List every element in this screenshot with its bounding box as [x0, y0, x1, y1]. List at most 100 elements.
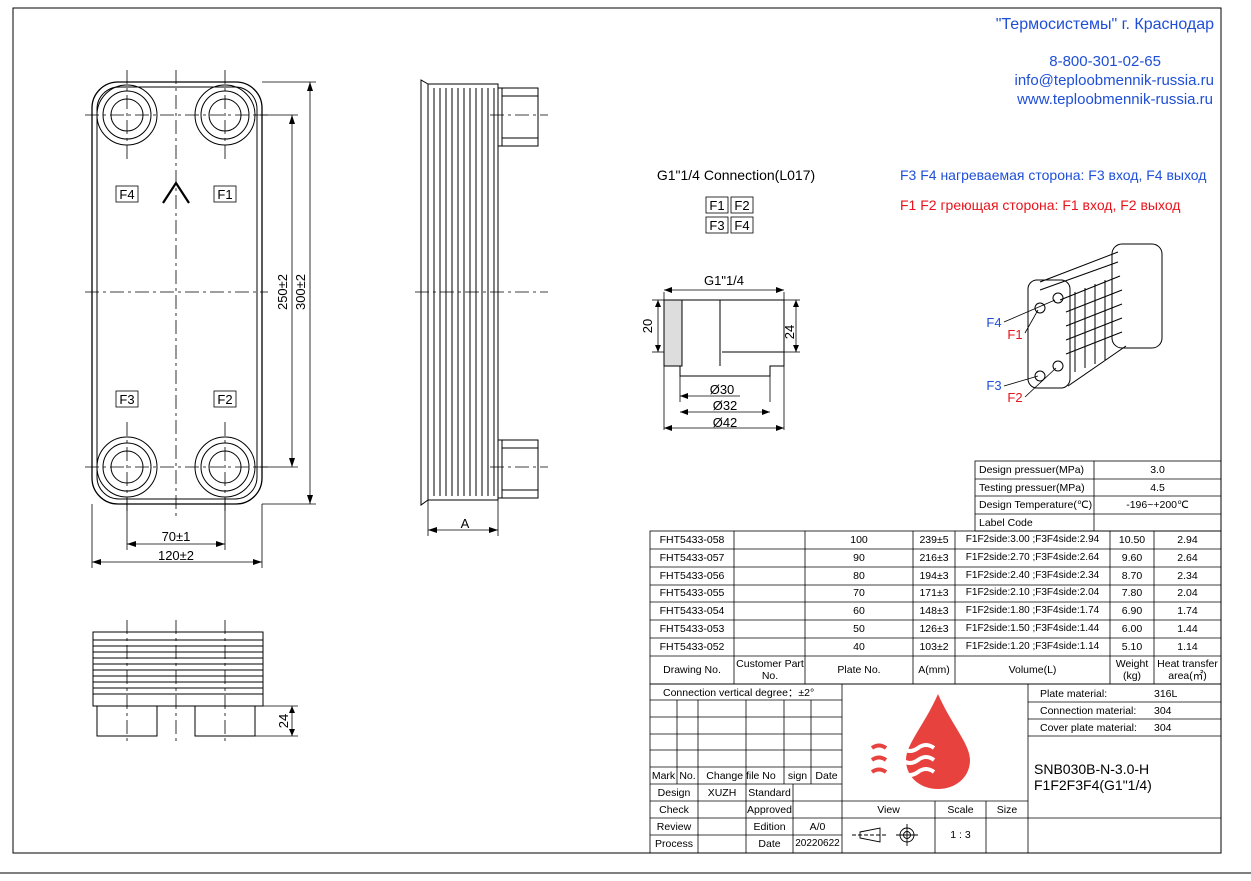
cell-area: 2.34	[1177, 570, 1198, 582]
tb-design: Design	[657, 787, 691, 799]
cell-volume: F1F2side:3.00 ;F3F4side:2.94	[965, 534, 1100, 545]
tb-connection-material: 304	[1154, 705, 1172, 717]
tb-plate-material: 316L	[1154, 688, 1178, 700]
dim-24: 24	[782, 325, 797, 339]
tb-connection-material-label: Connection material:	[1040, 705, 1137, 717]
spec-label-label-code: Label Code	[979, 517, 1033, 529]
cell-drawing-no: FHT5433-054	[659, 605, 725, 617]
cell-drawing-no: FHT5433-058	[659, 534, 725, 546]
cell-area: 2.04	[1177, 587, 1198, 599]
connection-section	[652, 289, 800, 430]
label-f1: F1	[217, 187, 232, 202]
conn-label-f4: F4	[734, 218, 749, 233]
company-name: "Термосистемы" г. Краснодар	[995, 16, 1214, 33]
note-f1f2-side: F1 F2 греющая сторона: F1 вход, F2 выход	[900, 197, 1181, 213]
tb-review: Review	[656, 821, 692, 833]
title-block-grid	[649, 683, 1222, 854]
cell-a-mm: 194±3	[919, 570, 949, 582]
cell-weight: 6.00	[1121, 623, 1143, 635]
cell-weight: 6.90	[1121, 605, 1143, 617]
tb-cover-material: 304	[1154, 722, 1172, 734]
conn-label-f2: F2	[734, 198, 749, 213]
spec-value-design-pressure: 3.0	[1150, 464, 1165, 476]
header-weight: Weight (kg)	[1115, 658, 1149, 682]
dim-phi30: Ø30	[710, 382, 735, 397]
cell-volume: F1F2side:1.20 ;F3F4side:1.14	[965, 641, 1100, 652]
label-f2: F2	[217, 392, 232, 407]
tb-model-line1: SNB030B-N-3.0-H	[1034, 761, 1150, 777]
dim-120: 120±2	[158, 548, 194, 563]
cell-weight: 5.10	[1121, 641, 1143, 653]
cell-weight: 9.60	[1121, 552, 1143, 564]
cell-area: 2.94	[1177, 534, 1198, 546]
tb-model-line2: F1F2F3F4(G1"1/4)	[1034, 777, 1152, 793]
cell-volume: F1F2side:1.80 ;F3F4side:1.74	[965, 605, 1100, 616]
dim-300: 300±2	[293, 274, 308, 310]
tb-change-file: Change file No	[706, 770, 776, 782]
cell-volume: F1F2side:2.70 ;F3F4side:2.64	[965, 552, 1100, 563]
cell-plate-no: 90	[853, 552, 865, 564]
cell-plate-no: 80	[853, 570, 865, 582]
tb-cover-material-label: Cover plate material:	[1040, 722, 1137, 734]
spec-label-design-pressure: Design pressuer(MPa)	[979, 464, 1085, 476]
header-heat-transfer-area: Heat transfer area(㎡)	[1157, 658, 1218, 682]
tb-edition-label: Edition	[753, 821, 786, 833]
spec-label-testing-pressure: Testing pressuer(MPa)	[979, 482, 1085, 494]
cell-a-mm: 126±3	[919, 623, 949, 635]
spec-value-design-temperature: -196~+200℃	[1126, 499, 1189, 511]
company-email[interactable]: info@teploobmennik-russia.ru	[1014, 72, 1215, 89]
logo-drop-icon	[870, 694, 970, 789]
tb-edition: A/0	[809, 821, 826, 833]
cell-volume: F1F2side:2.40 ;F3F4side:2.34	[965, 570, 1100, 581]
header-customer-part: Customer Part No.	[736, 658, 804, 682]
side-view	[415, 79, 548, 536]
company-website[interactable]: www.teploobmennik-russia.ru	[1017, 91, 1213, 108]
cell-drawing-no: FHT5433-053	[659, 623, 725, 635]
dim-phi42: Ø42	[713, 415, 738, 430]
connection-degree: Connection vertical degree：±2°	[663, 687, 815, 699]
tb-no: No.	[679, 770, 696, 782]
dim-250: 250±2	[275, 274, 290, 310]
tb-designer: XUZH	[707, 787, 737, 799]
tb-process: Process	[655, 838, 693, 850]
cell-a-mm: 103±2	[919, 641, 949, 653]
sheet-frame	[12, 7, 1222, 854]
dim-70: 70±1	[162, 529, 191, 544]
tb-sign: sign	[787, 770, 808, 782]
tb-check: Check	[659, 804, 689, 816]
cell-a-mm: 216±3	[919, 552, 949, 564]
cell-area: 1.44	[1177, 623, 1198, 635]
dim-thread: G1"1/4	[704, 273, 744, 288]
iso-label-f2: F2	[1007, 390, 1022, 405]
cell-drawing-no: FHT5433-056	[659, 570, 725, 582]
tb-date-label: Date	[758, 838, 781, 850]
cell-area: 1.74	[1177, 605, 1198, 617]
label-f4: F4	[119, 187, 134, 202]
spec-label-design-temperature: Design Temperature(℃)	[979, 499, 1093, 511]
tb-scale-label: Scale	[947, 804, 974, 816]
note-f3f4-side: F3 F4 нагреваемая сторона: F3 вход, F4 в…	[900, 167, 1207, 183]
header-a-mm: A(mm)	[918, 664, 950, 676]
cell-plate-no: 100	[850, 534, 868, 546]
header-drawing-no: Drawing No.	[663, 664, 721, 676]
cell-volume: F1F2side:2.10 ;F3F4side:2.04	[965, 587, 1100, 598]
iso-label-f1: F1	[1007, 327, 1022, 342]
projection-symbol	[852, 824, 918, 846]
cell-plate-no: 70	[853, 587, 865, 599]
dim-20: 20	[640, 319, 655, 333]
tb-date: 20220622	[795, 838, 840, 849]
cell-a-mm: 171±3	[919, 587, 949, 599]
tb-standard: Standard	[748, 787, 791, 799]
cell-drawing-no: FHT5433-052	[659, 641, 725, 653]
cell-weight: 8.70	[1121, 570, 1143, 582]
cell-drawing-no: FHT5433-057	[659, 552, 725, 564]
dim-a: A	[461, 516, 470, 531]
cell-plate-no: 60	[853, 605, 865, 617]
iso-label-f4: F4	[986, 315, 1001, 330]
spec-value-testing-pressure: 4.5	[1150, 482, 1165, 494]
tb-mark: Mark	[651, 770, 676, 782]
bottom-view	[92, 620, 298, 744]
cell-a-mm: 148±3	[919, 605, 949, 617]
